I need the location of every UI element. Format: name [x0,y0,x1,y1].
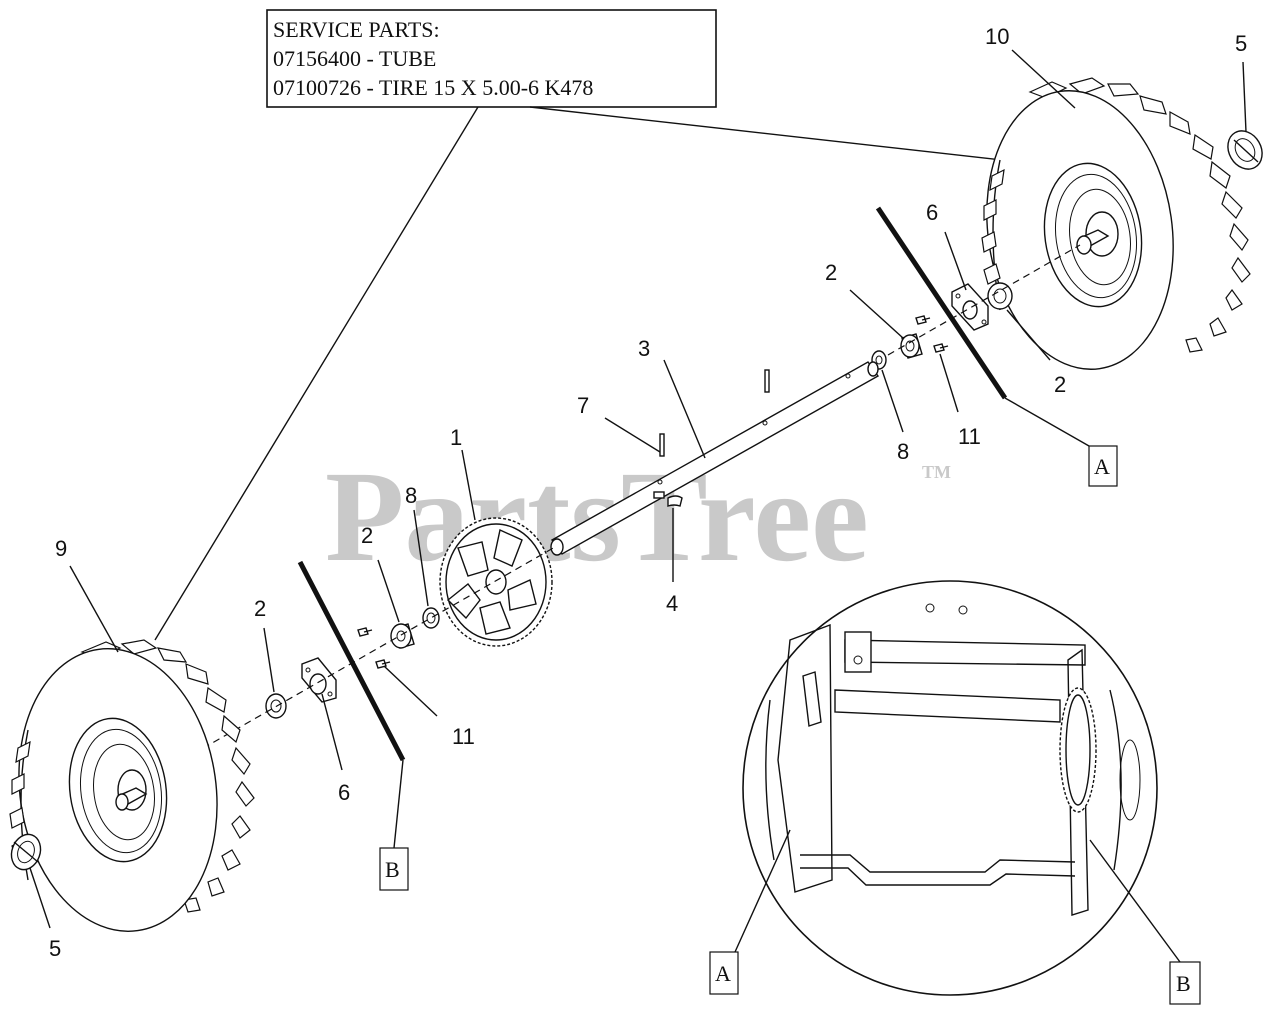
service-part-tire: 07100726 - TIRE 15 X 5.00-6 K478 [273,75,593,100]
callout-8-right: 8 [897,439,909,464]
leader-2-right-outer [1006,309,1051,361]
leader-2-right-inner [849,289,904,339]
screw-right-upper [915,315,931,325]
callout-2-left-outer: 2 [254,596,266,621]
roll-pin-upper [764,369,770,393]
leader-11-left [383,665,438,717]
lynch-pin-right [1227,130,1263,170]
leader-inset-b [1089,839,1181,963]
label-box-a-right: A [1088,445,1118,487]
callout-5-right: 5 [1235,31,1247,56]
centerline-left [129,546,556,791]
leader-6-right [944,231,967,291]
gear-icon [439,517,553,647]
callout-2-right-outer: 2 [1054,372,1066,397]
callout-7: 7 [577,393,589,418]
callout-6-right: 6 [926,200,938,225]
leader-11-right [939,353,959,413]
label-box-a-inset: A [709,951,739,995]
wheel-icon [9,639,255,932]
leader-service-left [154,106,479,641]
flange-bearing-left [301,657,337,703]
leader-3 [663,359,706,459]
callout-2-right-inner: 2 [825,260,837,285]
roll-pin-lower [659,433,665,457]
watermark-tm: TM [922,462,951,482]
callout-6-left: 6 [338,780,350,805]
centerline-right [887,244,1081,356]
service-part-tube: 07156400 - TUBE [273,46,436,71]
leader-8-left [413,509,429,607]
leader-box-a [1004,397,1090,447]
leader-service-right [529,106,1021,163]
service-parts-heading: SERVICE PARTS: [273,17,440,42]
leader-9 [69,565,119,653]
callout-10: 10 [985,24,1009,49]
callout-5-left: 5 [49,936,61,961]
callout-11-left: 11 [452,724,475,749]
frame-bar-a [875,206,1008,400]
label-box-b-inset: B [1169,961,1201,1005]
bushing-right-outer [987,282,1013,310]
callout-11-right: 11 [958,424,981,449]
leader-6-left [321,693,343,771]
screw-left-upper [357,627,373,637]
svg-text:B: B [385,857,400,882]
svg-text:A: A [1094,454,1110,479]
leader-2-left-outer [263,627,275,693]
inset-detail-view [742,580,1158,996]
lynch-pin-left [10,833,42,871]
service-parts-box: SERVICE PARTS: 07156400 - TUBE 07100726 … [266,9,717,108]
label-box-b-left: B [379,847,409,891]
frame-bar-b [297,560,406,762]
washer-left [422,607,440,629]
screw-left-lower [375,659,391,669]
bushing-right-inner [900,333,923,359]
leader-10 [1011,49,1076,109]
callout-4: 4 [666,591,678,616]
leader-7 [604,417,661,453]
callout-3: 3 [638,336,650,361]
axle-icon [550,361,880,556]
leader-5-right [1242,61,1247,133]
leader-box-b [393,759,404,849]
callout-8-left: 8 [405,483,417,508]
bushing-left-inner [390,623,415,649]
callout-1: 1 [450,425,462,450]
leader-5-left [29,867,51,929]
callout-9: 9 [55,536,67,561]
leader-1 [461,449,476,521]
callout-2-left-inner: 2 [361,523,373,548]
screw-right-lower [933,343,949,353]
wheel-icon [981,77,1251,370]
leader-2-left-inner [377,559,400,623]
key [667,495,683,507]
svg-text:B: B [1176,971,1191,996]
leader-inset-a [734,829,791,953]
leader-8-right [881,369,904,433]
svg-text:A: A [715,961,731,986]
